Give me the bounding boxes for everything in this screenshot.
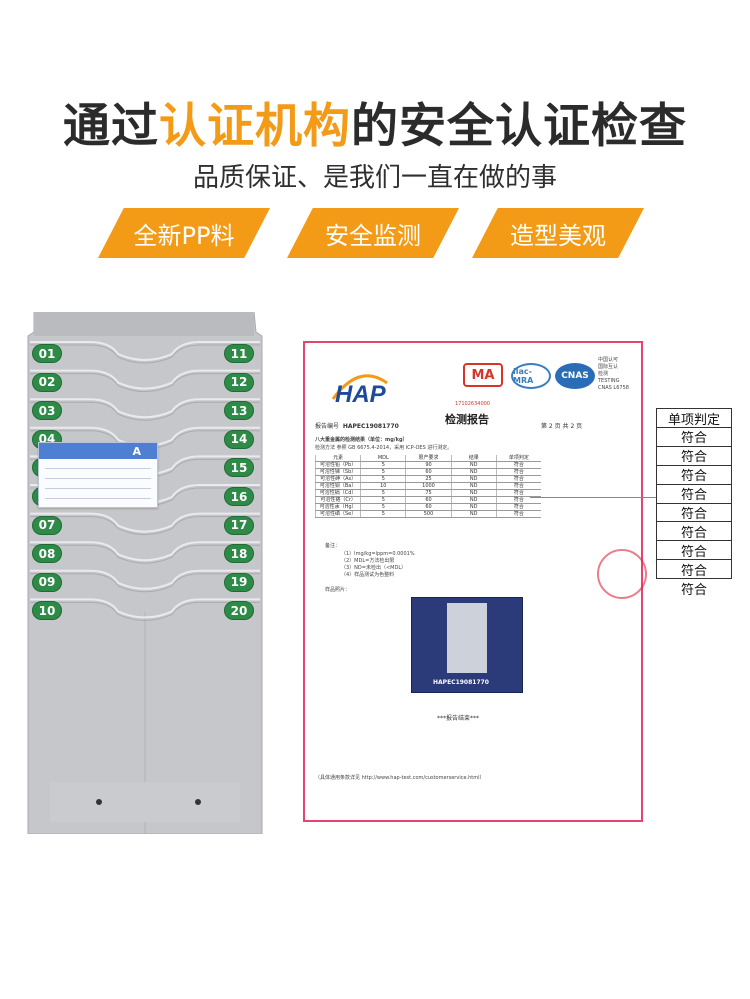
- slot-number-left: 09: [32, 572, 62, 592]
- badge-label: 安全监测: [325, 221, 421, 250]
- slot-number-right: 19: [224, 572, 254, 592]
- judgement-item: 符合: [657, 485, 731, 504]
- report-terms: （具体通用条款详见 http://www.hap-test.com/custom…: [315, 775, 485, 781]
- qr-number: 17102634000: [455, 401, 490, 407]
- leader-line: [530, 497, 656, 498]
- headline-accent: 认证机构: [159, 99, 351, 154]
- judgement-header: 单项判定: [657, 409, 731, 428]
- rack-pocket-shadow: [30, 344, 260, 364]
- rack-pocket: [30, 341, 260, 361]
- judgement-item: 符合: [657, 522, 731, 542]
- slot-number-left: 08: [32, 544, 62, 564]
- ilac-mark-icon: ilac-MRA: [511, 363, 551, 389]
- slot-number-right: 11: [224, 344, 254, 363]
- sample-title: 样品照片：: [325, 587, 351, 593]
- judgement-item: 符合: [657, 428, 731, 447]
- slot-number-left: 03: [32, 401, 62, 421]
- cnas-mark-icon: CNAS: [555, 363, 595, 389]
- rack-pocket: [30, 512, 260, 533]
- badge-label: 全新PP料: [133, 221, 235, 250]
- slot-number-left: 01: [32, 344, 62, 363]
- slot-number-left: 02: [32, 372, 62, 392]
- rack-pocket: [30, 569, 260, 590]
- judgement-item: 符合: [680, 583, 707, 599]
- hap-logo-icon: [331, 374, 388, 400]
- card-rack-product: 0111021203130414051506160717081809191020…: [20, 312, 270, 834]
- slot-number-right: 17: [224, 515, 254, 535]
- slot-number-right: 14: [224, 429, 254, 449]
- rack-pocket-shadow: [30, 544, 260, 564]
- badge-safety-monitoring: 安全监测: [287, 208, 459, 258]
- badge-label: 造型美观: [510, 221, 606, 250]
- slot-number-right: 20: [224, 601, 254, 621]
- slot-number-right: 15: [224, 458, 254, 478]
- badge-new-pp: 全新PP料: [98, 208, 270, 258]
- judgement-item: 符合: [657, 504, 731, 523]
- judgement-list: 单项判定 符合 符合 符合 符合 符合 符合 符合 符合 符合: [656, 408, 732, 598]
- rack-pocket-shadow: [30, 401, 260, 421]
- rack-pocket-shadow: [30, 516, 260, 536]
- index-card: A: [38, 442, 158, 508]
- report-number: 报告编号 HAPEC19081770: [315, 423, 399, 430]
- slot-number-left: 07: [32, 515, 62, 535]
- subline: 品质保证、是我们一直在做的事: [192, 163, 557, 193]
- slot-number-right: 13: [224, 401, 254, 421]
- judgement-item: 符合: [657, 466, 731, 485]
- rack-pocket: [30, 369, 260, 390]
- report-page: 第 2 页 共 2 页: [541, 423, 583, 430]
- slot-number-right: 16: [224, 487, 254, 506]
- headline-part1: 通过: [63, 99, 159, 154]
- rack-pocket-shadow: [30, 573, 260, 593]
- red-stamp-icon: [597, 549, 647, 599]
- report-end: ***报告结束***: [437, 715, 480, 722]
- slot-number-right: 12: [224, 372, 254, 392]
- judgement-item: 符合: [657, 541, 731, 561]
- sample-rack-image: [447, 603, 487, 673]
- rack-pocket: [30, 398, 260, 419]
- judgement-item: 符合: [657, 560, 731, 580]
- slot-number-left: 10: [32, 601, 62, 621]
- hap-logo-text: HAP: [335, 381, 386, 408]
- card-letter: A: [132, 444, 141, 458]
- headline: 通过认证机构的安全认证检查: [0, 92, 750, 162]
- ma-mark-icon: MA: [463, 363, 503, 387]
- report-method: 检测方法 参照 GB 6675.4-2014，采用 ICP-OES 进行测定。: [315, 445, 453, 451]
- sample-label: HAPEC19081770: [433, 679, 489, 686]
- judgement-item: 符合: [657, 447, 731, 466]
- rack-pocket-shadow: [30, 373, 260, 393]
- badge-nice-design: 造型美观: [472, 208, 644, 258]
- rack-pocket-shadow: [30, 601, 260, 621]
- report-title: 检测报告: [445, 413, 489, 426]
- slot-number-right: 18: [224, 544, 254, 564]
- rack-pocket: [30, 598, 260, 619]
- headline-part2: 的安全认证检查: [351, 99, 687, 154]
- notes-title: 备注：: [325, 543, 341, 549]
- report-section: 八大重金属的检测结果（单位：mg/kg）: [315, 437, 408, 443]
- notes-list: （1）lmg/kg=lppm=0.0001%（2）MDL=方法检出限（3）ND=…: [341, 551, 415, 578]
- rack-pocket: [30, 541, 260, 562]
